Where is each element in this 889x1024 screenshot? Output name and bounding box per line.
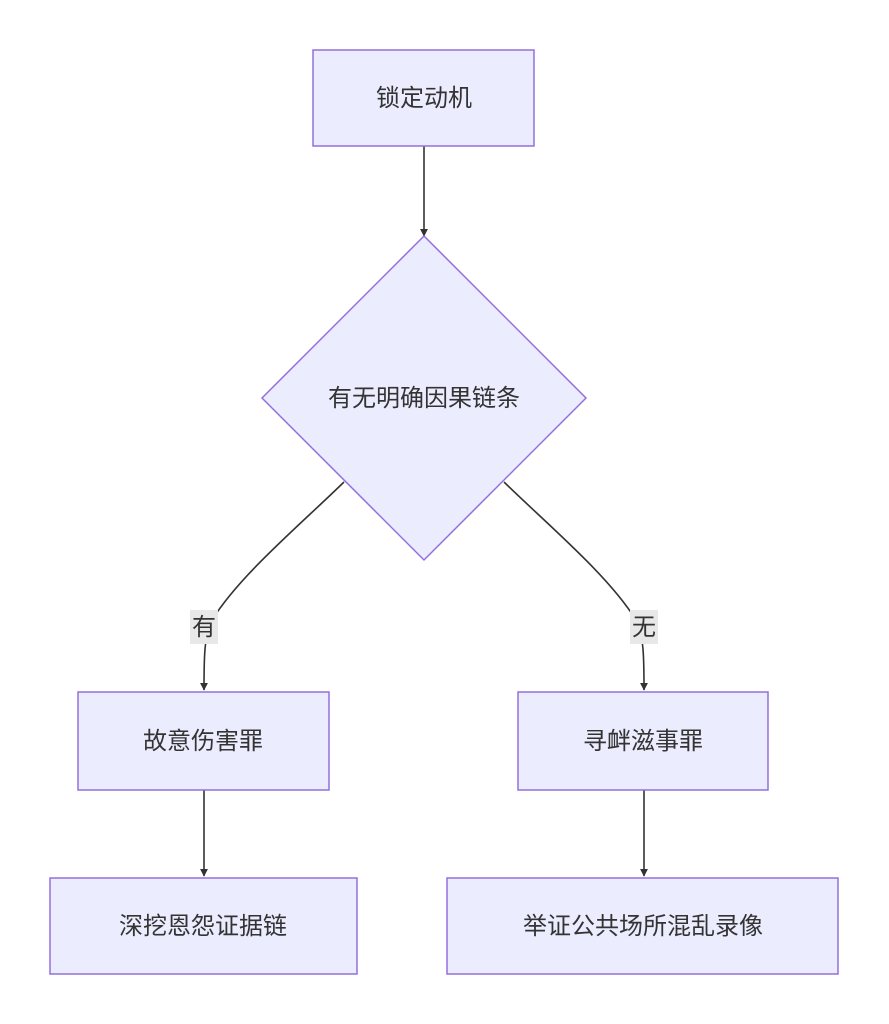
node-decision-label: 有无明确因果链条 bbox=[328, 384, 520, 412]
node-right-result-label: 寻衅滋事罪 bbox=[583, 727, 703, 755]
edge-label-no: 无 bbox=[630, 610, 658, 644]
edge-label-no-text: 无 bbox=[632, 613, 656, 641]
node-start-label: 锁定动机 bbox=[376, 84, 472, 112]
node-left-result-label: 故意伤害罪 bbox=[143, 727, 263, 755]
edge-label-yes-text: 有 bbox=[192, 613, 216, 641]
node-left-action: 深挖恩怨证据链 bbox=[49, 877, 358, 975]
node-left-action-label: 深挖恩怨证据链 bbox=[119, 912, 287, 940]
edge-decision-to-left bbox=[200, 481, 345, 691]
node-left-result: 故意伤害罪 bbox=[77, 691, 330, 791]
edge-label-yes: 有 bbox=[190, 610, 218, 644]
node-right-result: 寻衅滋事罪 bbox=[517, 691, 769, 791]
edge-decision-to-right bbox=[503, 481, 648, 691]
node-start: 锁定动机 bbox=[312, 49, 535, 147]
node-decision: 有无明确因果链条 bbox=[260, 234, 588, 562]
node-right-action-label: 举证公共场所混乱录像 bbox=[523, 912, 763, 940]
node-right-action: 举证公共场所混乱录像 bbox=[446, 877, 839, 975]
